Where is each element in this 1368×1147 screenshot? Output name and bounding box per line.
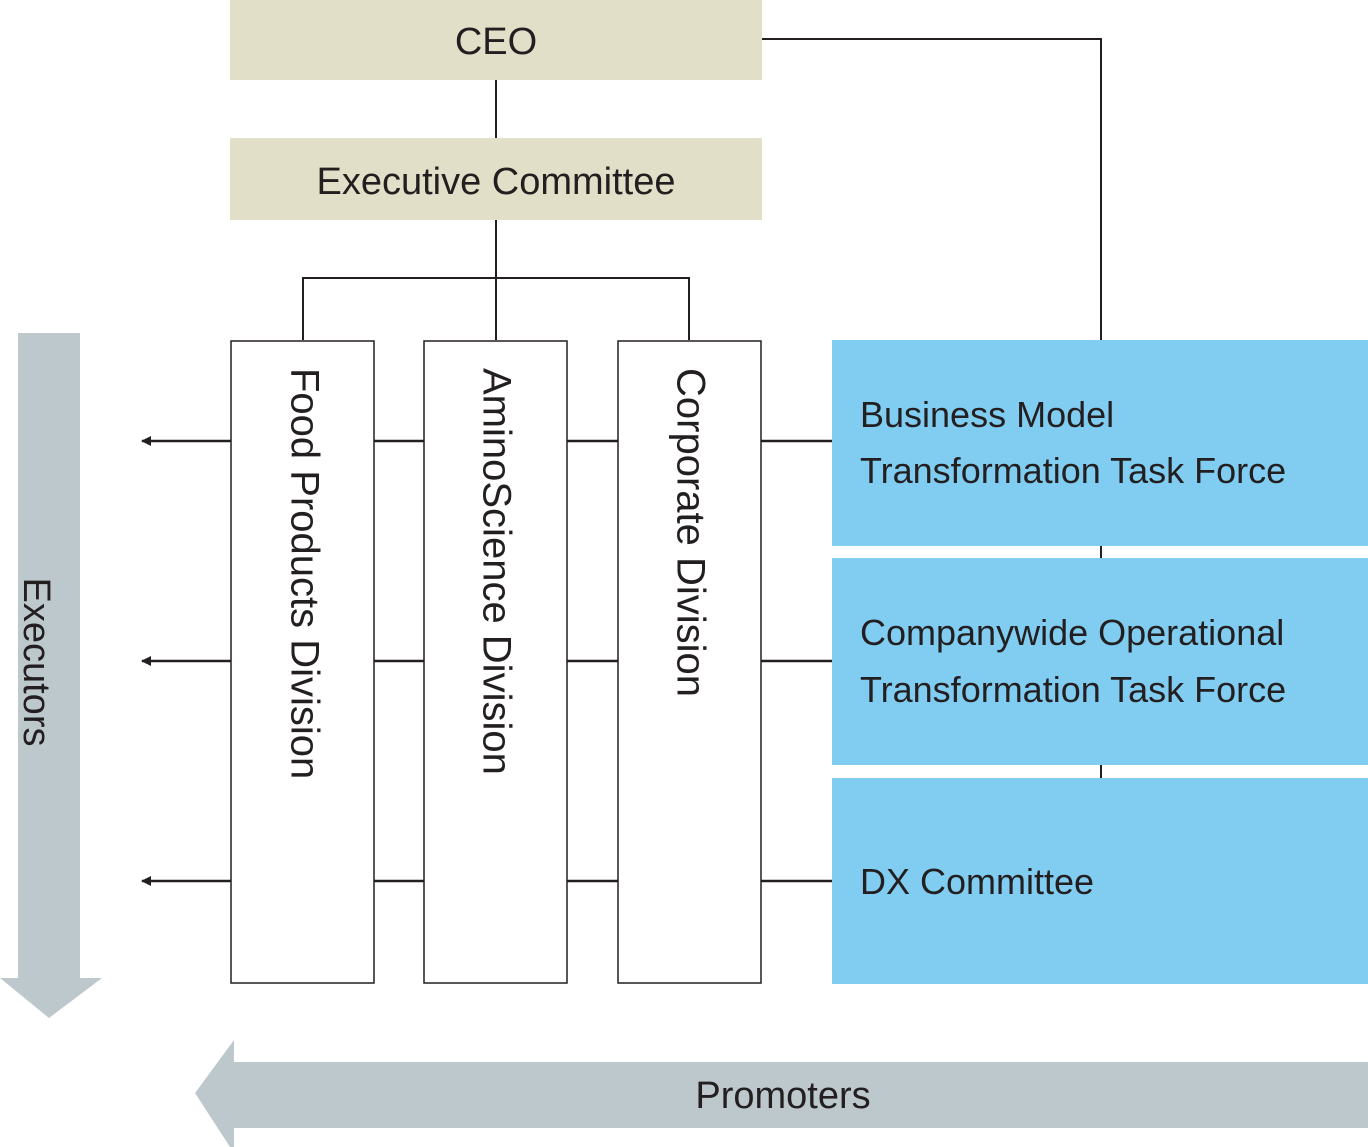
- executors-label: Executors: [15, 578, 57, 747]
- ceo-label: CEO: [455, 21, 537, 63]
- task-force-label-companywide-operational: Companywide Operational Transformation T…: [860, 612, 1294, 710]
- executive-committee-label: Executive Committee: [316, 161, 675, 203]
- task-force-box-business-model: [832, 340, 1368, 546]
- ceo-box: [230, 0, 762, 80]
- division-label-food-products: Food Products Division: [282, 368, 326, 779]
- promoters-arrow: [195, 1040, 1368, 1147]
- promoters-label: Promoters: [695, 1075, 870, 1117]
- task-force-business-model-line1: Business Model: [860, 394, 1114, 435]
- task-force-companywide-line1: Companywide Operational: [860, 612, 1284, 653]
- division-label-corporate: Corporate Division: [668, 368, 712, 697]
- division-box-food-products: [230, 340, 375, 984]
- task-force-label-business-model: Business Model Transformation Task Force: [860, 394, 1286, 491]
- executive-committee-box: [230, 138, 762, 220]
- division-box-aminoscience: [423, 340, 568, 984]
- task-force-label-dx-committee: DX Committee: [860, 861, 1094, 902]
- connector-lines: [302, 38, 1102, 778]
- division-box-corporate: [617, 340, 762, 984]
- task-force-box-companywide-operational: [832, 558, 1368, 765]
- task-force-dx-line1: DX Committee: [860, 861, 1094, 902]
- task-force-box-dx-committee: [832, 778, 1368, 984]
- executors-arrow: [0, 333, 102, 1018]
- task-force-business-model-line2: Transformation Task Force: [860, 450, 1286, 491]
- division-label-aminoscience: AminoScience Division: [474, 368, 518, 775]
- task-force-companywide-line2: Transformation Task Force: [860, 669, 1286, 710]
